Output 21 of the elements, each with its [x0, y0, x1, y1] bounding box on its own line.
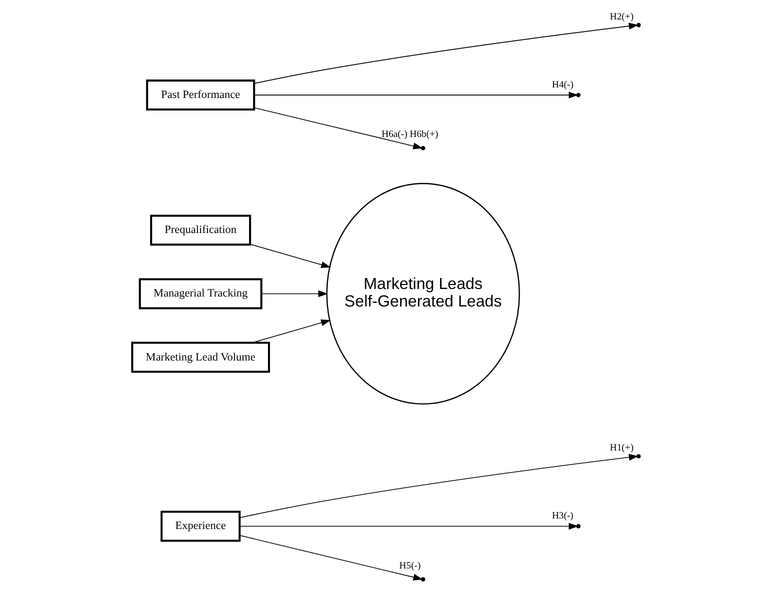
- arrow: [239, 454, 639, 518]
- edge-label: H3(-): [552, 510, 574, 522]
- edge-label: H2(+): [610, 11, 634, 22]
- node-box: Managerial Tracking: [138, 278, 262, 310]
- edge-label: H4(-): [552, 79, 574, 90]
- arrow: [261, 290, 328, 298]
- node-box: Marketing Lead Volume: [131, 342, 270, 373]
- node-box: Past Performance: [146, 80, 256, 111]
- edge-label: H1(+): [610, 442, 634, 454]
- arrow: [254, 92, 578, 98]
- arrow: [254, 107, 423, 150]
- arrow: [251, 320, 331, 344]
- edge-label: H5(-): [399, 560, 421, 572]
- arrow: [239, 535, 423, 580]
- node-ellipse: Marketing Leads Self-Generated Leads: [326, 182, 520, 405]
- edge-label: H6a(-) H6b(+): [382, 129, 438, 140]
- arrow: [254, 22, 639, 84]
- arrow: [250, 244, 331, 268]
- node-box: Prequalification: [150, 214, 252, 246]
- arrow: [239, 522, 578, 530]
- node-box: Experience: [160, 510, 241, 542]
